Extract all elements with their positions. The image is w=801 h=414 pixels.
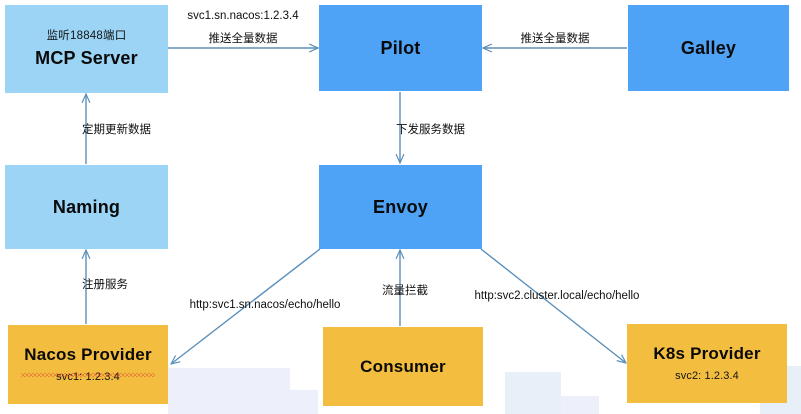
- node-consumer[interactable]: Consumer: [323, 327, 483, 406]
- edge-label-pilot-to-envoy: 下发服务数据: [396, 124, 465, 136]
- pilot-title: Pilot: [380, 37, 421, 58]
- node-nacos-provider[interactable]: Nacos Provider svc1: 1.2.3.4: [8, 325, 168, 404]
- consumer-title: Consumer: [360, 356, 446, 376]
- mcp-server-title: MCP Server: [35, 47, 138, 68]
- node-galley[interactable]: Galley: [628, 5, 789, 91]
- spellcheck-squiggle-icon: [21, 373, 155, 377]
- edge-label-envoy-to-nacos: http:svc1.sn.nacos/echo/hello: [189, 299, 341, 311]
- edge-envoy-to-nacos: [171, 248, 321, 364]
- edge-label-consumer-to-envoy: 流量拦截: [382, 285, 428, 297]
- node-naming[interactable]: Naming: [5, 165, 168, 249]
- edge-label-naming-to-mcp: 定期更新数据: [82, 124, 151, 136]
- naming-title: Naming: [52, 196, 121, 217]
- k8s-provider-address: svc2: 1.2.3.4: [675, 370, 739, 383]
- edge-envoy-to-k8s: [480, 248, 626, 363]
- node-k8s-provider[interactable]: K8s Provider svc2: 1.2.3.4: [627, 324, 787, 403]
- envoy-title: Envoy: [372, 196, 429, 217]
- node-envoy[interactable]: Envoy: [319, 165, 482, 249]
- edge-label-envoy-to-k8s: http:svc2.cluster.local/echo/hello: [474, 290, 640, 302]
- node-pilot[interactable]: Pilot: [319, 5, 482, 91]
- edge-label-mcp-to-pilot-endpoint: svc1.sn.nacos:1.2.3.4: [187, 10, 299, 22]
- k8s-provider-title: K8s Provider: [653, 343, 761, 363]
- mcp-server-caption: 监听18848端口: [46, 29, 127, 42]
- edge-label-nacos-to-naming: 注册服务: [82, 279, 128, 291]
- node-mcp-server[interactable]: 监听18848端口 MCP Server: [5, 5, 168, 93]
- nacos-provider-title: Nacos Provider: [24, 344, 152, 364]
- edge-label-mcp-to-pilot-action: 推送全量数据: [208, 33, 278, 45]
- edge-label-galley-to-pilot: 推送全量数据: [520, 33, 590, 45]
- galley-title: Galley: [680, 37, 737, 58]
